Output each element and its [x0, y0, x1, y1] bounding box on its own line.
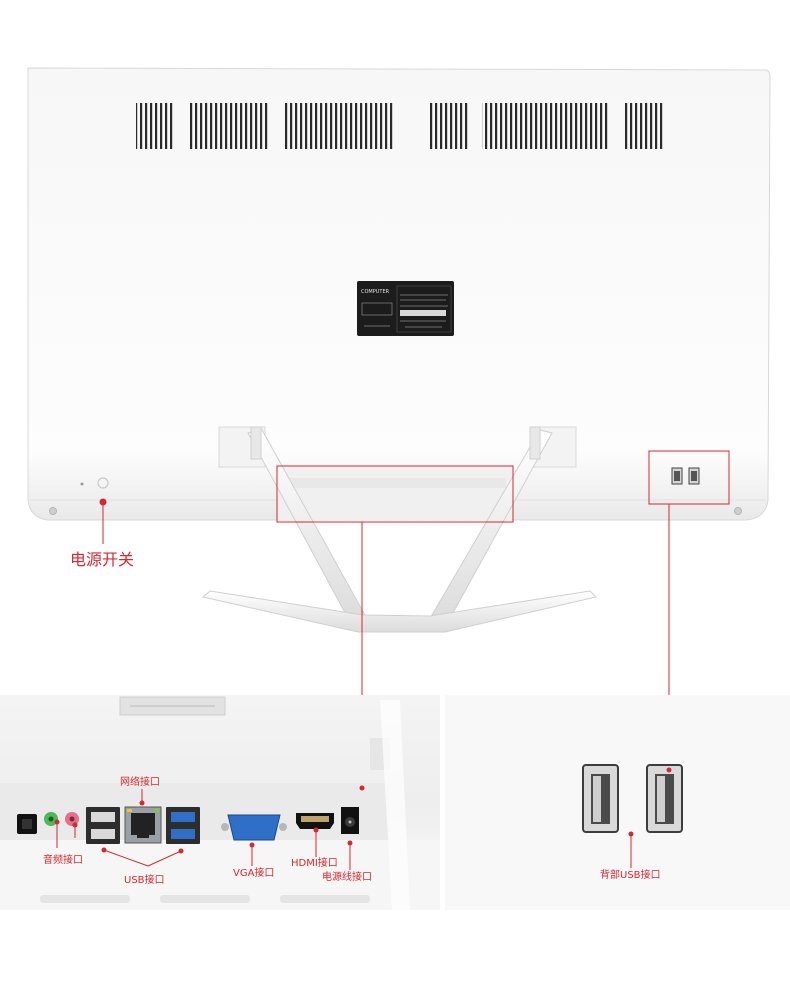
label-plate-brand: COMPUTER: [361, 289, 390, 295]
network-port-label: 网络接口: [120, 777, 160, 788]
audio-port-label: 音频接口: [43, 855, 83, 866]
rear-usb-closeup-panel: [445, 695, 790, 910]
product-label-plate: [357, 281, 454, 336]
rear-usb-port-label: 背部USB接口: [600, 870, 661, 881]
vga-port-label: VGA接口: [233, 868, 275, 879]
usb-port-label: USB接口: [124, 875, 165, 886]
vent-grilles: [136, 103, 664, 149]
hdmi-port-label: HDMI接口: [291, 858, 338, 869]
io-closeup-panel: [0, 695, 440, 910]
power-cable-port-label: 电源线接口: [322, 872, 372, 883]
vga-connector: [227, 814, 281, 841]
power-switch-label: 电源开关: [70, 550, 135, 569]
